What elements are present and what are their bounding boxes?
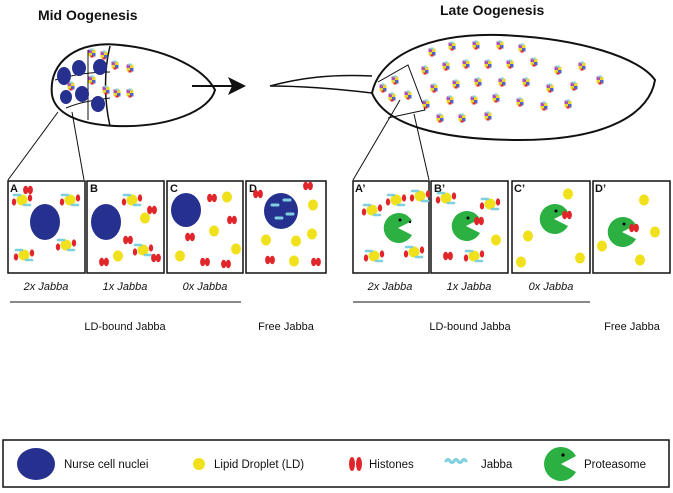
panel-A: A (7, 180, 86, 274)
zoom-lines (7, 99, 430, 181)
caption-A: 2x Jabba (23, 281, 69, 293)
panel-letter: A (10, 183, 18, 195)
nurse-cell-nucleus (60, 90, 72, 104)
label-left-ld-bound: LD-bound Jabba (84, 321, 166, 333)
nurse-cell-nucleus (91, 96, 105, 112)
legend-proteasome-icon (544, 447, 576, 481)
legend-nucleus-icon (17, 448, 55, 480)
panel-A-prime: A’ (352, 180, 432, 274)
mid-egg-chamber (50, 43, 217, 128)
legend-histone-icon (349, 457, 362, 471)
progression-arrow (192, 77, 246, 95)
legend-histones-label: Histones (369, 459, 414, 471)
caption-C-prime: 0x Jabba (529, 281, 574, 293)
late-egg-chamber (269, 33, 657, 142)
legend-jabba-label: Jabba (481, 459, 513, 471)
panel-C-prime: C’ (511, 180, 591, 274)
legend-jabba-icon (444, 458, 468, 464)
caption-A-prime: 2x Jabba (367, 281, 413, 293)
nurse-cell-nucleus (75, 86, 89, 102)
legend-nuclei-label: Nurse cell nuclei (64, 459, 148, 471)
panel-letter: D’ (595, 183, 606, 195)
panel-letter: B (90, 183, 98, 195)
panel-B-prime: B’ (430, 180, 509, 274)
panel-letter: B’ (434, 183, 445, 195)
panel-letter: C (170, 183, 178, 195)
panel-D-prime: D’ (592, 180, 671, 274)
legend: Nurse cell nuclei Lipid Droplet (LD) His… (2, 439, 670, 488)
nurse-cell-nucleus (93, 59, 107, 75)
label-left-free: Free Jabba (258, 321, 315, 333)
legend-ld-label: Lipid Droplet (LD) (214, 459, 304, 471)
label-right-ld-bound: LD-bound Jabba (429, 321, 511, 333)
panel-letter: C’ (514, 183, 525, 195)
caption-B: 1x Jabba (103, 281, 148, 293)
caption-B-prime: 1x Jabba (447, 281, 492, 293)
title-late-oogenesis: Late Oogenesis (440, 2, 544, 18)
caption-C: 0x Jabba (183, 281, 228, 293)
nurse-cell-nucleus (57, 67, 71, 85)
panel-B: B (86, 180, 165, 274)
panel-D: D (245, 180, 327, 274)
panel-C: C (166, 180, 244, 274)
panel-letter: A’ (355, 183, 365, 195)
title-mid-oogenesis: Mid Oogenesis (38, 7, 138, 23)
nurse-cell-nucleus (72, 60, 86, 76)
label-right-free: Free Jabba (604, 321, 661, 333)
legend-proteasome-label: Proteasome (584, 459, 646, 471)
legend-lipid-droplet-icon (193, 458, 205, 470)
panel-letter: D (249, 183, 257, 195)
